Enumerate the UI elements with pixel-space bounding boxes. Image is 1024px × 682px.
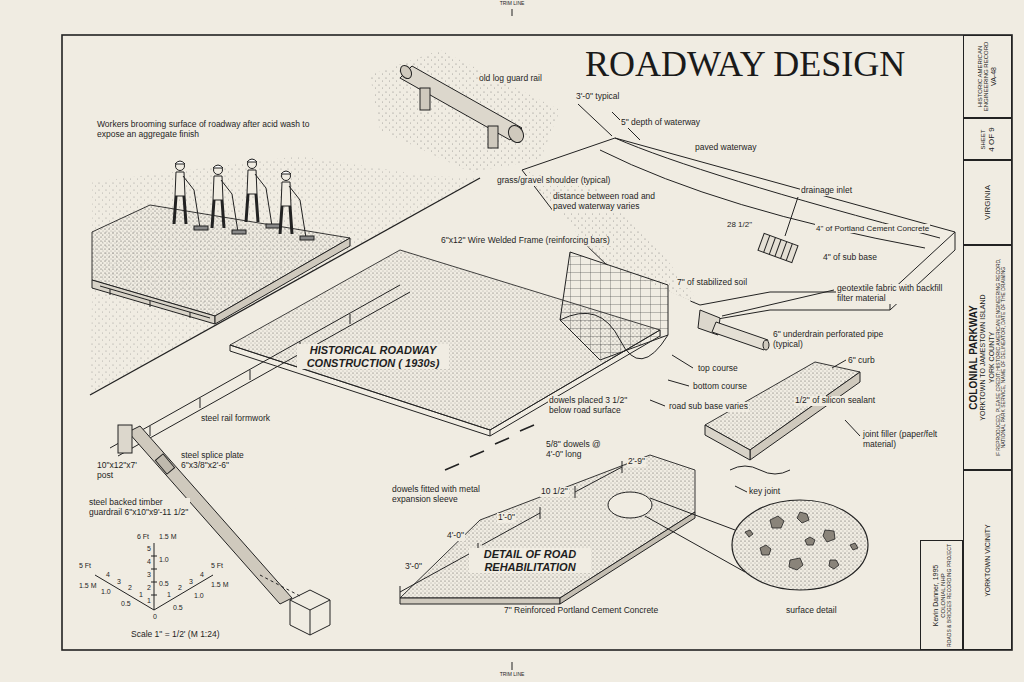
drawing-label: 1.0: [193, 592, 205, 600]
drawing-label: 3'-0": [404, 562, 423, 572]
drawing-label: Scale 1" = 1/2' (M 1:24): [130, 630, 221, 640]
drawing-label: 3: [116, 578, 122, 586]
drawing-label: 3: [188, 578, 194, 586]
title-block-cell: COLONIAL PARKWAYYORKTOWN TO JAMESTOWN IS…: [963, 245, 1012, 470]
drawing-label: 1/2" of silicon sealant: [794, 396, 876, 406]
drawing-label: 5/8" dowels @ 4'-0" long: [545, 440, 619, 460]
drawing-label: key joint: [748, 487, 781, 497]
drawing-label: 0.5: [158, 580, 170, 588]
drawing-label: distance between road and paved waterway…: [552, 192, 674, 212]
title-block-text: VIRGINIA: [983, 185, 992, 220]
drawing-label: 1'-0": [497, 513, 516, 523]
drawing-label: 2'-9": [627, 457, 646, 467]
rotated-frame: HISTORIC AMERICAN ENGINEERING RECORDVA-4…: [963, 35, 1012, 118]
worker-figures: [174, 159, 314, 240]
drawing-label: top course: [697, 364, 739, 374]
drawing-label: 1.0: [158, 556, 170, 564]
drawing-label: 6"x12" Wire Welded Frame (reinforcing ba…: [440, 236, 611, 246]
title-block-text: YORKTOWN VICINITY: [983, 524, 991, 597]
drawing-label: steel splice plate 6"x3/8"x2'-6": [180, 451, 262, 471]
drawing-title: ROADWAY DESIGN: [585, 46, 905, 82]
drawing-label: 4" of sub base: [822, 253, 878, 263]
title-block-text: 4 OF 9: [986, 127, 995, 151]
drawing-label: 4" of Portland Cement Concrete: [815, 224, 930, 233]
drawing-label: 0.5: [172, 604, 184, 612]
drawing-label: 2: [127, 584, 133, 592]
drawing-label: 1: [138, 591, 144, 599]
drawing-label: 5 Ft: [78, 562, 92, 570]
drawing-label: TRIM LINE: [499, 1, 526, 7]
drawing-label: 4'-0": [446, 531, 465, 541]
drawing-label: 5: [146, 545, 152, 553]
title-block-cell: VIRGINIA: [963, 160, 1012, 245]
title-block-cell: Kevin Danner, 1995COLONIAL NHPROADS & BR…: [920, 540, 963, 650]
drawing-label: 3'-0" typical: [575, 92, 620, 102]
drawing-label: 1.5 M: [158, 533, 178, 541]
drawing-label: 7" Reinforced Portland Cement Concrete: [503, 606, 659, 616]
drawing-label: geotextile fabric with backfill filter m…: [836, 284, 956, 304]
drawing-label: 2: [146, 584, 152, 592]
rotated-frame: VIRGINIA: [963, 160, 1012, 245]
title-block-cell: HISTORIC AMERICAN ENGINEERING RECORDVA-4…: [963, 35, 1012, 118]
title-block-text: SHEET: [979, 129, 986, 149]
drawing-label: 0.5: [120, 600, 132, 608]
drawing-label: 5 Ft: [210, 562, 224, 570]
drawing-label: 1.5 M: [78, 582, 98, 590]
drawing-label: HISTORICAL ROADWAY CONSTRUCTION ( 1930s): [297, 344, 449, 369]
drawing-label: 10"x12"x7' post: [96, 461, 146, 481]
drawing-lines: [62, 9, 1012, 670]
drawing-label: road sub base varies: [668, 402, 749, 412]
drawing-label: 1.5 M: [210, 581, 230, 589]
drawing-label: grass/gravel shoulder (typical): [496, 176, 611, 186]
title-block-text: COLONIAL NHP: [939, 573, 946, 617]
drawing-label: 4: [105, 571, 111, 579]
drawing-label: 6" curb: [847, 356, 876, 366]
drawing-label: bottom course: [692, 382, 748, 392]
title-block-text: HISTORIC AMERICAN ENGINEERING RECORD: [977, 38, 991, 115]
drawing-label: TRIM LINE: [499, 672, 526, 678]
drawing-label: steel rail formwork: [200, 414, 271, 424]
rotated-frame: COLONIAL PARKWAYYORKTOWN TO JAMESTOWN IS…: [963, 245, 1012, 470]
drawing-label: 4: [199, 571, 205, 579]
drawing-label: 6 Ft: [136, 533, 150, 541]
drawing-label: dowels placed 3 1/2" below road surface: [548, 396, 650, 416]
drawing-label: joint filler (paper/felt material): [862, 430, 964, 450]
drawing-label: DETAIL OF ROAD REHABILITATION: [469, 548, 591, 573]
drawing-label: 6" underdrain perforated pipe (typical): [772, 330, 894, 350]
drawing-label: Workers brooming surface of roadway afte…: [96, 120, 313, 140]
rotated-frame: YORKTOWN VICINITY: [963, 470, 1012, 650]
title-block-text: ROADS & BRIDGES RECORDING PROJECT: [946, 543, 952, 646]
drawing-label: 0: [152, 613, 158, 621]
drawing-label: 10 1/2": [540, 487, 569, 497]
drawing-label: 5" depth of waterway: [620, 118, 701, 128]
drawing-label: 1: [166, 591, 172, 599]
title-block-text: VA-48: [990, 67, 998, 86]
drawing-label: drainage inlet: [800, 186, 853, 196]
drawing-label: 4: [146, 558, 152, 566]
drawing-label: 28 1/2": [726, 220, 753, 229]
drawing-label: 2: [177, 584, 183, 592]
rotated-frame: Kevin Danner, 1995COLONIAL NHPROADS & BR…: [920, 540, 963, 650]
drawing-label: old log guard rail: [478, 74, 543, 84]
drawing-label: 3: [146, 571, 152, 579]
drawing-label: 7" of stabilized soil: [676, 278, 748, 288]
title-block-text: Kevin Danner, 1995: [931, 564, 939, 626]
drawing-label: steel backed timber guardrail 6"x10"x9'-…: [88, 498, 190, 518]
title-block-text: YORK COUNTY: [988, 332, 996, 383]
title-block-text: COLONIAL PARKWAY: [968, 305, 980, 409]
title-block-text: IF REPRODUCED, PLEASE CREDIT: HISTORIC A…: [996, 248, 1008, 467]
title-block-cell: SHEET4 OF 9: [963, 118, 1012, 160]
drawing-label: 1.0: [100, 588, 112, 596]
drawing-label: surface detail: [785, 606, 838, 616]
drawing-label: dowels fitted with metal expansion sleev…: [391, 485, 511, 505]
drawing-label: 1: [146, 597, 152, 605]
drawing-label: paved waterway: [694, 143, 757, 153]
rotated-frame: SHEET4 OF 9: [963, 118, 1012, 160]
title-block-cell: YORKTOWN VICINITY: [963, 470, 1012, 650]
title-block-text: YORKTOWN TO JAMESTOWN ISLAND: [979, 294, 987, 420]
